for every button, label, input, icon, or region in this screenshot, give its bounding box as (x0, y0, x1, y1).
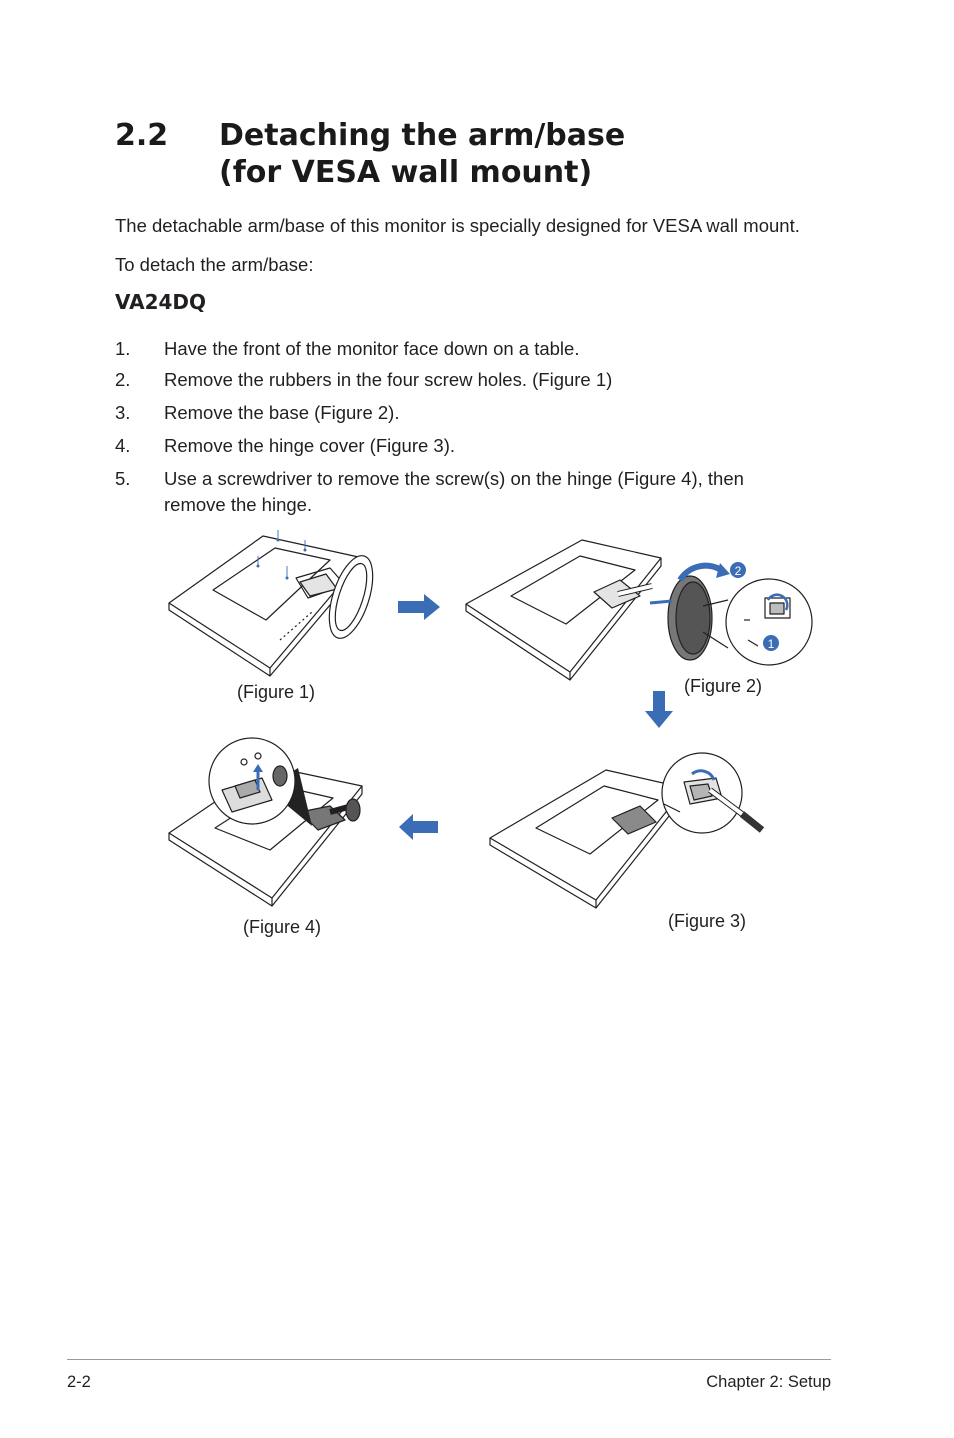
figure1-caption: (Figure 1) (237, 682, 315, 702)
section-number: 2.2 (115, 118, 169, 153)
chapter-label: Chapter 2: Setup (706, 1373, 831, 1391)
section-title-line1: Detaching the arm/base (219, 118, 626, 153)
callout-2: 2 (735, 564, 742, 578)
figure4-caption: (Figure 4) (243, 917, 321, 937)
step-number: 4. (115, 435, 131, 456)
step-number: 5. (115, 468, 131, 489)
step-text: Have the front of the monitor face down … (164, 338, 580, 359)
step-number: 2. (115, 369, 131, 390)
step-text: Remove the base (Figure 2). (164, 402, 400, 423)
lead-text: To detach the arm/base: (115, 254, 314, 275)
step-number: 3. (115, 402, 131, 423)
detach-illustration: 2 1 (Figure 1) (Figure 2) (Figure 3) (Fi… (168, 530, 813, 937)
figure4-monitor (168, 765, 363, 907)
page-number: 2-2 (67, 1373, 91, 1391)
model-heading: VA24DQ (115, 290, 207, 314)
step-number: 1. (115, 338, 131, 359)
callout-1: 1 (768, 637, 775, 651)
footer-rule (67, 1359, 831, 1360)
step-text: Remove the rubbers in the four screw hol… (164, 369, 613, 390)
figure3-zoom-circle (661, 752, 765, 834)
callout-badge: 1 (763, 635, 779, 651)
figure2-caption: (Figure 2) (684, 676, 762, 696)
arrow-left (399, 814, 438, 840)
step-text: Remove the hinge cover (Figure 3). (164, 435, 455, 456)
step-text: Use a screwdriver to remove the screw(s)… (164, 468, 744, 515)
section-title-line2: (for VESA wall mount) (219, 155, 593, 190)
arrow-right (398, 594, 440, 620)
arrow-down (645, 691, 673, 728)
figure2-zoom-circle (725, 578, 813, 666)
figure1-monitor (168, 535, 374, 677)
figure3-caption: (Figure 3) (668, 911, 746, 931)
figure3-monitor (489, 769, 686, 909)
intro-text: The detachable arm/base of this monitor … (115, 215, 800, 236)
figure4-zoom-circle (208, 737, 296, 825)
figure2-monitor (465, 539, 713, 681)
callout-badge: 2 (730, 562, 746, 578)
